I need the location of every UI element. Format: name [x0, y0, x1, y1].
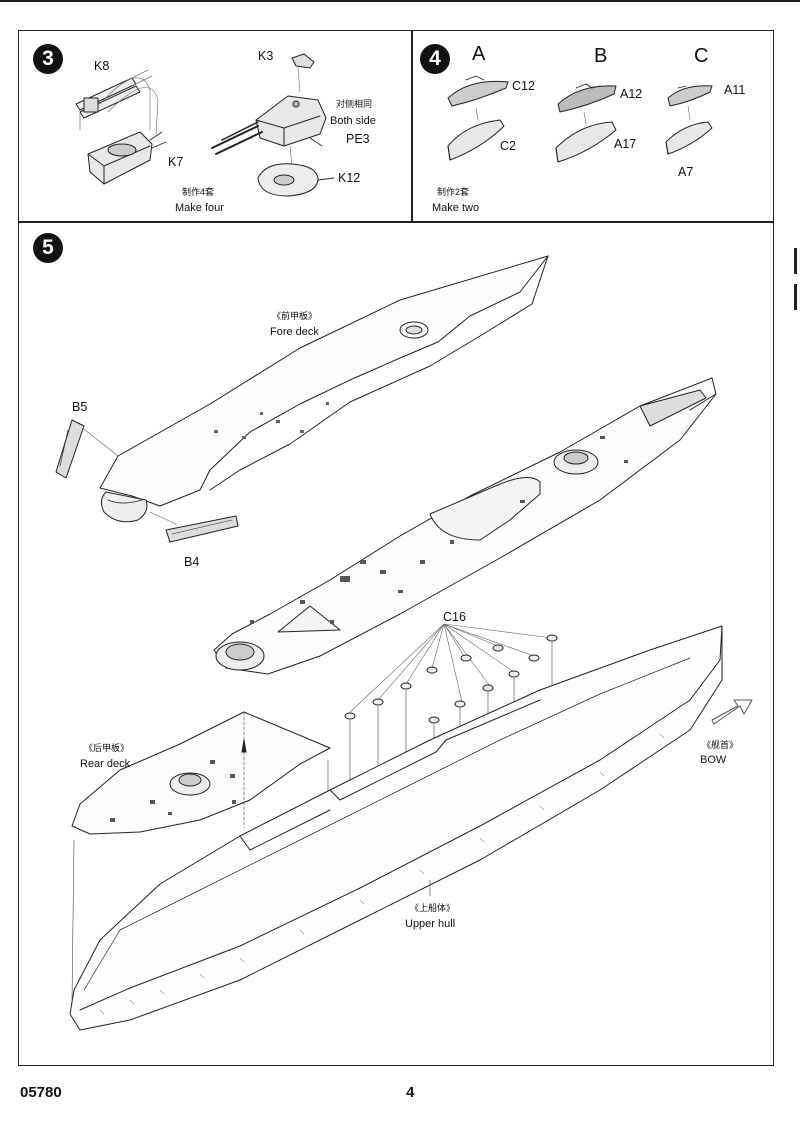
- label-a11: A11: [724, 83, 746, 97]
- label-make-four-cn: 制作4套: [182, 187, 215, 197]
- step-4-number: 4: [429, 47, 441, 70]
- label-c12: C12: [512, 79, 535, 93]
- label-a12: A12: [620, 87, 643, 101]
- label-upper-hull-en: Upper hull: [405, 918, 456, 930]
- label-k12: K12: [338, 171, 361, 185]
- page-top-rule: [0, 0, 800, 2]
- step3-turret-base-k7: [87, 131, 167, 185]
- fore-deck-part: [79, 255, 549, 525]
- label-fore-deck-cn: 《前甲板》: [272, 311, 318, 321]
- label-upper-hull-cn: 《上船体》: [410, 903, 456, 913]
- label-c16: C16: [443, 610, 466, 624]
- label-c2: C2: [500, 139, 516, 153]
- instruction-frame: [18, 30, 774, 1066]
- edge-mark-1: [794, 248, 797, 274]
- part-b4: [165, 515, 239, 543]
- step-3-number: 3: [42, 47, 54, 70]
- step-5-badge: 5: [33, 233, 63, 263]
- c16-davits: [344, 634, 558, 724]
- label-variant-a: A: [472, 43, 486, 65]
- step-3-badge: 3: [33, 44, 63, 74]
- label-variant-c: C: [694, 45, 709, 67]
- step-divider-vertical: [411, 30, 413, 222]
- rear-deck-part: [71, 711, 331, 881]
- footer-page-number: 4: [406, 1084, 415, 1101]
- label-k3: K3: [258, 49, 274, 63]
- label-rear-deck-en: Rear deck: [80, 758, 131, 770]
- label-a17: A17: [614, 137, 637, 151]
- step4-boat-c: [665, 85, 713, 155]
- step3-guide-lines: [79, 77, 159, 135]
- label-variant-b: B: [594, 45, 608, 67]
- step3-barrels-k8: [75, 69, 153, 119]
- label-both-side-en: Both side: [330, 115, 376, 127]
- label-b4: B4: [184, 555, 200, 569]
- main-deck-part: [213, 377, 717, 675]
- edge-mark-2: [794, 284, 797, 310]
- part-b5: [55, 419, 85, 479]
- label-both-side-cn: 对侧相同: [336, 99, 373, 109]
- step-5-number: 5: [42, 236, 54, 259]
- label-make-two-cn: 制作2套: [437, 187, 470, 197]
- label-k8: K8: [94, 59, 110, 73]
- label-fore-deck-en: Fore deck: [270, 326, 319, 338]
- label-bow-en: BOW: [700, 754, 727, 766]
- step-4-badge: 4: [420, 44, 450, 74]
- label-k7: K7: [168, 155, 184, 169]
- bow-direction-arrow: [711, 699, 753, 725]
- label-make-four-en: Make four: [175, 202, 224, 214]
- footer-kit-code: 05780: [20, 1084, 62, 1101]
- step3-k3-hood: [291, 53, 315, 93]
- upper-hull-part: [69, 625, 723, 1031]
- step3-k12-ring: [257, 163, 335, 197]
- step-divider-horizontal: [18, 221, 774, 223]
- label-pe3: PE3: [346, 132, 370, 146]
- label-b5: B5: [72, 400, 88, 414]
- step4-boat-a: [447, 75, 509, 161]
- label-make-two-en: Make two: [432, 202, 480, 214]
- label-rear-deck-cn: 《后甲板》: [84, 743, 130, 753]
- label-bow-cn: 《舰首》: [702, 740, 739, 750]
- step3-turret-assembled: [211, 95, 327, 167]
- step4-boat-b: [555, 83, 617, 163]
- label-a7: A7: [678, 165, 694, 179]
